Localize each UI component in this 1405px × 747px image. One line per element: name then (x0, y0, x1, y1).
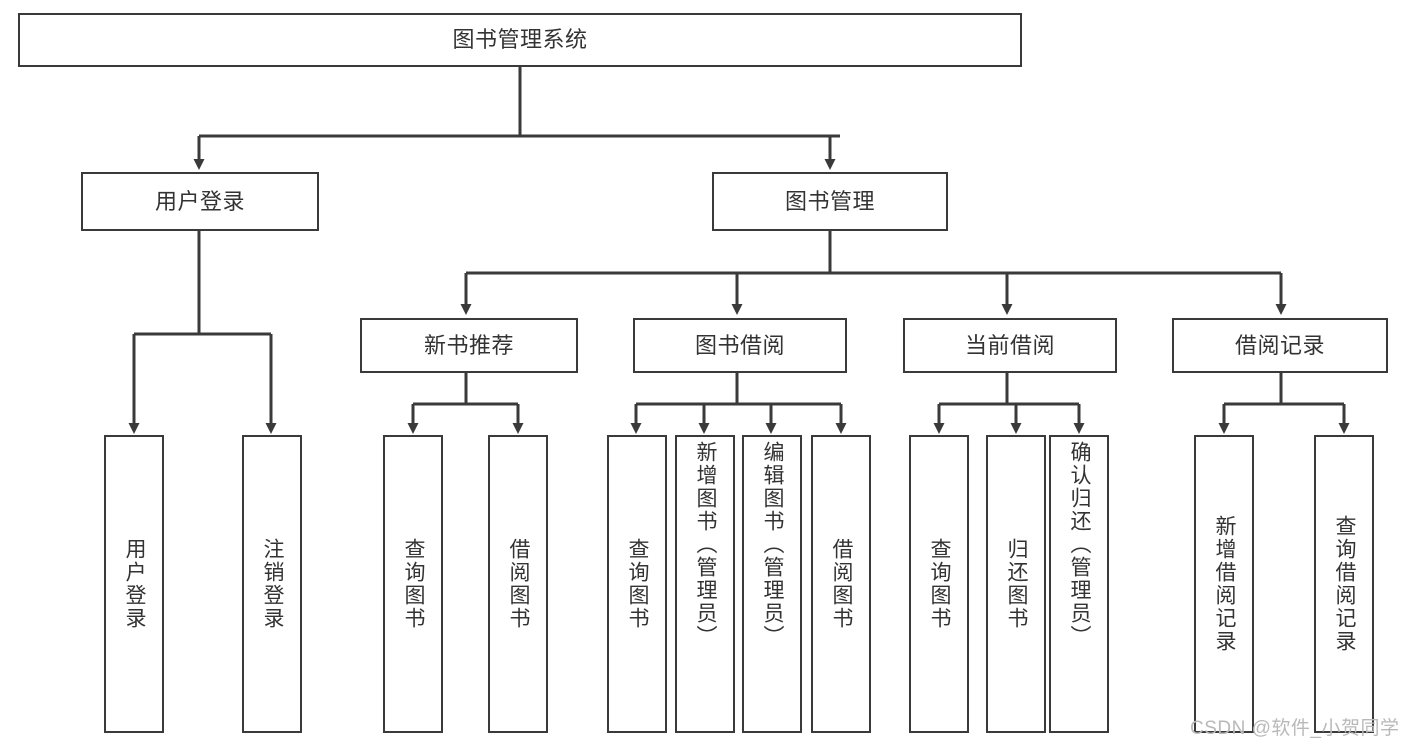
leaf-current-borrow-return[interactable]: 归还图书 (986, 435, 1046, 733)
node-root-system[interactable]: 图书管理系统 (18, 13, 1022, 67)
leaf-borrow-record-query[interactable]: 查询借阅记录 (1314, 435, 1374, 733)
leaf-new-book-query[interactable]: 查询图书 (383, 435, 443, 733)
leaf-book-borrow-query[interactable]: 查询图书 (607, 435, 667, 733)
leaf-current-borrow-query[interactable]: 查询图书 (909, 435, 969, 733)
leaf-user-login-login[interactable]: 用户登录 (104, 435, 164, 733)
node-new-book-recommend[interactable]: 新书推荐 (360, 318, 578, 373)
node-current-borrow[interactable]: 当前借阅 (903, 318, 1117, 373)
csdn-watermark: CSDN @软件_小贺同学 (1190, 718, 1400, 739)
leaf-borrow-record-add[interactable]: 新增借阅记录 (1194, 435, 1254, 733)
leaf-book-borrow-add[interactable]: 新增图书（管理员） (675, 435, 735, 733)
node-user-login[interactable]: 用户登录 (81, 172, 319, 231)
node-book-management[interactable]: 图书管理 (712, 172, 948, 231)
leaf-book-borrow-borrow[interactable]: 借阅图书 (811, 435, 871, 733)
leaf-new-book-borrow[interactable]: 借阅图书 (488, 435, 548, 733)
node-borrow-record[interactable]: 借阅记录 (1172, 318, 1388, 373)
leaf-user-login-logout[interactable]: 注销登录 (242, 435, 302, 733)
leaf-book-borrow-edit[interactable]: 编辑图书（管理员） (742, 435, 802, 733)
leaf-current-borrow-confirm-return[interactable]: 确认归还（管理员） (1049, 435, 1109, 733)
node-book-borrow[interactable]: 图书借阅 (633, 318, 847, 373)
